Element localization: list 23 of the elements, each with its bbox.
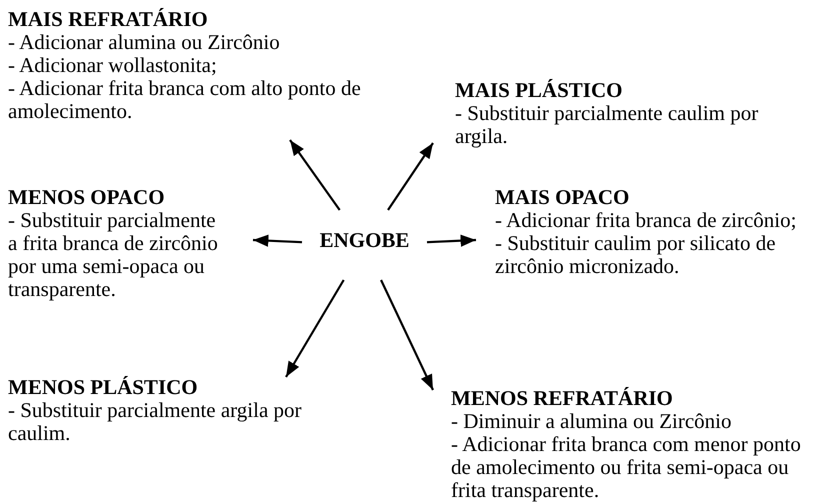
arrow [285, 279, 345, 378]
arrow [380, 280, 434, 390]
arrow [387, 142, 434, 211]
bullet-text: - Adicionar frita branca com menor ponto de amolecimento ou frita semi-opaca ou frita transparente. [451, 433, 802, 502]
bullet-text: - Substituir parcialmente argila por caulim. [8, 399, 303, 445]
bullet-text: - Adicionar frita branca com alto ponto de amolecimento. [8, 77, 362, 123]
arrow [252, 234, 302, 247]
bullet-text: - Adicionar frita branca de zircônio; [495, 209, 796, 232]
bullet-text: - Substituir parcialmente caulim por argila. [455, 102, 760, 148]
heading-text: MAIS OPACO [495, 186, 630, 209]
bullet-text: - Diminuir a alumina ou Zircônio [451, 410, 732, 433]
bullet-text: - Substituir parcialmente a frita branca de zircônio por uma semi-opaca ou transparente. [8, 209, 219, 301]
bullet-text: - Substituir caulim por silicato de zircônio micronizado. [495, 232, 777, 278]
heading-text: MENOS REFRATÁRIO [451, 387, 673, 410]
center-label: ENGOBE [320, 228, 410, 252]
bullet-text: - Adicionar alumina ou Zircônio [8, 31, 280, 54]
heading-text: MAIS REFRATÁRIO [8, 8, 208, 31]
arrow [426, 234, 476, 247]
arrow [289, 139, 341, 211]
heading-text: MENOS PLÁSTICO [8, 376, 198, 399]
bullet-text: - Adicionar wollastonita; [8, 54, 217, 77]
heading-text: MAIS PLÁSTICO [455, 79, 622, 102]
heading-text: MENOS OPACO [8, 186, 165, 209]
